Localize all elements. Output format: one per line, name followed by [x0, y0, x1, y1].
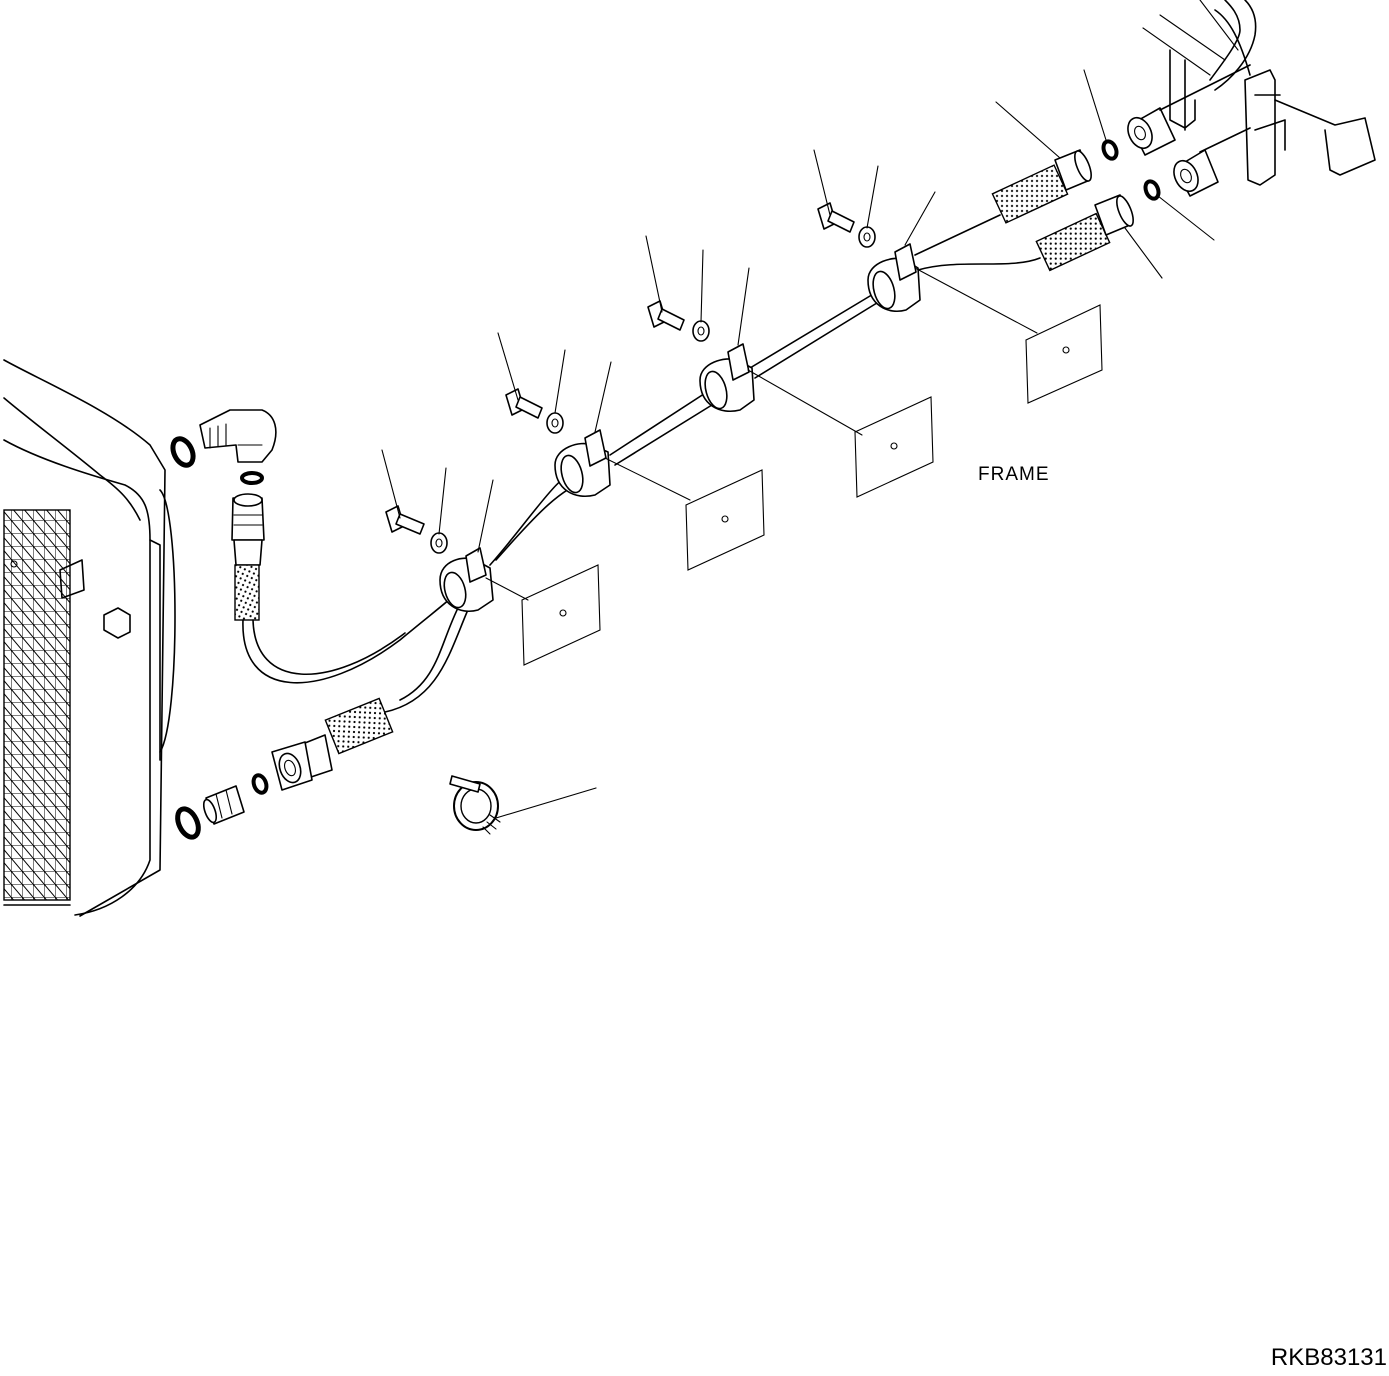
hydraulic-pipes [489, 214, 1041, 566]
cable-tie [449, 775, 501, 835]
elbow-fitting [199, 409, 277, 463]
hose-upper [242, 589, 461, 684]
frame-plate-4 [1025, 304, 1103, 404]
hose-end-lower-right [1035, 194, 1134, 272]
washer-4 [858, 226, 876, 248]
hose-end-vertical [231, 493, 265, 621]
frame-plate-2 [685, 469, 765, 571]
pipe-clamp-2 [554, 429, 611, 497]
o-ring-elbow [240, 471, 264, 485]
bolt-1 [385, 505, 425, 535]
bolt-2 [505, 388, 543, 419]
valve-assembly [1127, 0, 1376, 197]
o-ring-lower-right [1143, 179, 1161, 201]
washer-3 [692, 320, 710, 342]
frame-plate-1 [521, 564, 601, 666]
hose-end-lower [271, 734, 333, 791]
o-ring-lower-left [175, 806, 201, 840]
hose-lower [324, 599, 471, 755]
pipe-clamp-4 [867, 243, 921, 312]
washer-2 [546, 412, 564, 434]
pipe-clamp-3 [699, 343, 755, 412]
o-ring-upper-right [1101, 139, 1119, 161]
oil-cooler [3, 359, 176, 917]
washer-1 [430, 532, 448, 554]
pipe-clamp-1 [439, 547, 494, 612]
connector-lower [202, 785, 245, 825]
drawing-number: RKB83131 [1270, 1344, 1387, 1371]
hose-end-upper-right [991, 149, 1092, 224]
o-ring-lower-fitting [251, 773, 269, 795]
leader-lines [381, 0, 1239, 819]
frame-plate-3 [854, 396, 934, 498]
o-ring-upper-left [170, 436, 196, 468]
frame-label: FRAME [978, 464, 1050, 485]
bolt-3 [647, 300, 685, 331]
bolt-4 [817, 202, 855, 233]
